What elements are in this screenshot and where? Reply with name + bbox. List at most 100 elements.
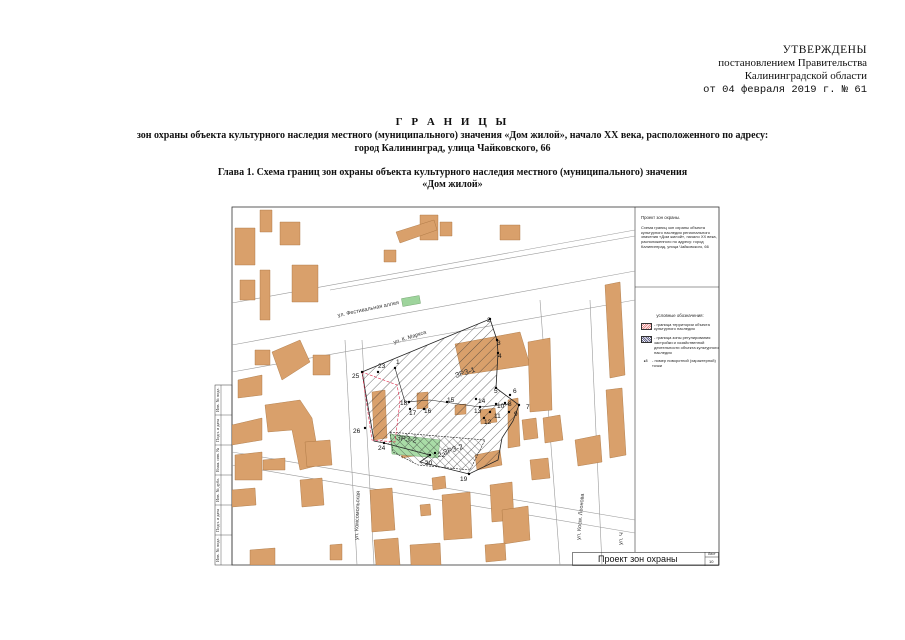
building xyxy=(239,279,256,301)
building xyxy=(542,414,564,444)
sheet-number: 10 xyxy=(709,559,714,564)
stamp-title: Проект зон охраны xyxy=(598,554,678,564)
chapter-line1: Глава 1. Схема границ зон охраны объекта… xyxy=(217,167,688,178)
side-stamp-label-4: Инв. № дубл. xyxy=(215,478,220,502)
zone-boundary-inner xyxy=(394,367,511,408)
building xyxy=(232,417,263,446)
point-label-13: 13 xyxy=(474,408,482,415)
document-title: Г Р А Н И Ц Ы xyxy=(395,116,510,128)
street-label-kosm-leonova: ул. Косм. Леонова xyxy=(576,492,586,540)
turning-point-labels: 1 2 3 4 5 6 7 8 9 10 11 12 13 14 15 16 1… xyxy=(352,317,530,483)
building xyxy=(254,349,271,366)
point-label-20: 20 xyxy=(425,460,433,467)
legend-heading: условные обозначения: xyxy=(656,312,704,318)
street-label-komsomolskaya: ул. Комсомольская xyxy=(354,491,362,540)
point-label-16: 16 xyxy=(424,408,432,415)
chapter-heading: Глава 1. Схема границ зон охраны объекта… xyxy=(0,167,905,191)
point-label-22: 22 xyxy=(438,452,446,459)
side-stamp-label-1: Инв. № подл. xyxy=(215,388,220,412)
point-label-19: 19 xyxy=(460,476,468,483)
side-stamp: Инв. № подл. Подп. и дата Взам. инв. № И… xyxy=(214,384,233,566)
turning-points xyxy=(360,317,521,476)
point-label-4: 4 xyxy=(498,353,502,360)
legend-description: Схема границ зон охраны объекта культурн… xyxy=(641,224,717,249)
title-stamp: Проект зон охраны Лист 10 xyxy=(572,552,719,566)
building xyxy=(304,439,333,468)
point-label-23: 23 xyxy=(378,363,386,370)
building xyxy=(604,281,626,379)
legend-panel: Проект зон охраны. Схема границ зон охра… xyxy=(641,215,719,369)
point-label-26: 26 xyxy=(353,428,361,435)
building xyxy=(232,487,257,508)
approval-block: УТВЕРЖДЕНЫ постановлением Правительства … xyxy=(703,44,867,97)
building xyxy=(409,542,442,565)
buildings xyxy=(232,209,627,565)
side-stamp-label-5: Подп. и дата xyxy=(215,509,220,532)
building xyxy=(395,219,438,244)
approval-line2: Калининградской области xyxy=(744,70,867,82)
point-label-1: 1 xyxy=(396,359,400,366)
zone-swatch-icon xyxy=(641,336,652,344)
building xyxy=(299,477,325,508)
building xyxy=(521,417,539,441)
legend-title: Проект зон охраны. xyxy=(641,215,681,220)
building xyxy=(527,337,553,413)
approval-heading: УТВЕРЖДЕНЫ xyxy=(782,44,867,56)
building xyxy=(312,354,331,376)
building xyxy=(574,434,603,467)
street-label-short: ул. Ч xyxy=(618,532,625,545)
point-label-10: 10 xyxy=(497,403,505,410)
point-label-25: 25 xyxy=(352,373,360,380)
sheet-label: Лист xyxy=(708,552,716,556)
legend-item-territory: - граница территории объекта культурного… xyxy=(641,321,719,333)
legend-item-zone: - граница зоны регулирования застройки и… xyxy=(641,335,719,355)
legend-item-label: - граница территории объекта культурного… xyxy=(654,321,710,332)
building xyxy=(279,221,301,246)
side-stamp-label-6: Инв. № подл. xyxy=(215,538,220,562)
approval-line1: постановлением Правительства xyxy=(718,57,867,69)
building xyxy=(431,475,447,491)
object-territory xyxy=(361,371,401,443)
building xyxy=(499,224,521,241)
legend-item-label: - номер поворотной (характерной) точки xyxy=(652,358,716,369)
approval-date: от 04 февраля 2019 г. № 61 xyxy=(703,84,867,96)
building xyxy=(605,387,627,459)
building xyxy=(329,543,343,561)
building xyxy=(249,547,276,565)
point-label-7: 7 xyxy=(526,404,530,411)
building xyxy=(237,374,263,399)
document-subtitle: зон охраны объекта культурного наследия … xyxy=(0,129,905,155)
point-label-24: 24 xyxy=(378,445,386,452)
building xyxy=(259,209,273,233)
building xyxy=(419,503,432,517)
legend-item-label: - граница зоны регулирования застройки и… xyxy=(654,335,719,355)
building xyxy=(291,264,319,303)
point-symbol-icon: ●8 xyxy=(643,359,648,364)
building xyxy=(439,221,453,237)
zone-label-zrz2: ЗРЗ-2 xyxy=(396,433,418,445)
point-label-15: 15 xyxy=(447,397,455,404)
point-label-9: 9 xyxy=(514,411,518,418)
side-stamp-label-3: Взам. инв. № xyxy=(215,448,220,472)
subtitle-line2: город Калининград, улица Чайковского, 66 xyxy=(354,143,551,154)
point-label-14: 14 xyxy=(478,398,486,405)
building xyxy=(262,457,286,471)
building xyxy=(441,491,473,541)
building xyxy=(271,339,311,381)
point-label-5: 5 xyxy=(494,388,498,395)
point-label-3: 3 xyxy=(497,340,501,347)
side-stamp-label-2: Подп. и дата xyxy=(215,419,220,442)
point-label-6: 6 xyxy=(513,388,517,395)
stamp-frame xyxy=(572,552,719,566)
zone-zrz2 xyxy=(389,431,486,471)
subtitle-line1: зон охраны объекта культурного наследия … xyxy=(136,130,769,141)
point-label-11: 11 xyxy=(494,413,501,420)
chapter-line2: «Дом жилой» xyxy=(422,179,483,190)
building xyxy=(234,451,263,481)
green-area xyxy=(401,295,421,307)
building xyxy=(484,542,507,563)
building xyxy=(373,537,401,565)
map-content: ул. Фестивальная аллея ул. К. Маркса ул.… xyxy=(232,209,635,565)
point-label-2: 2 xyxy=(487,317,491,324)
